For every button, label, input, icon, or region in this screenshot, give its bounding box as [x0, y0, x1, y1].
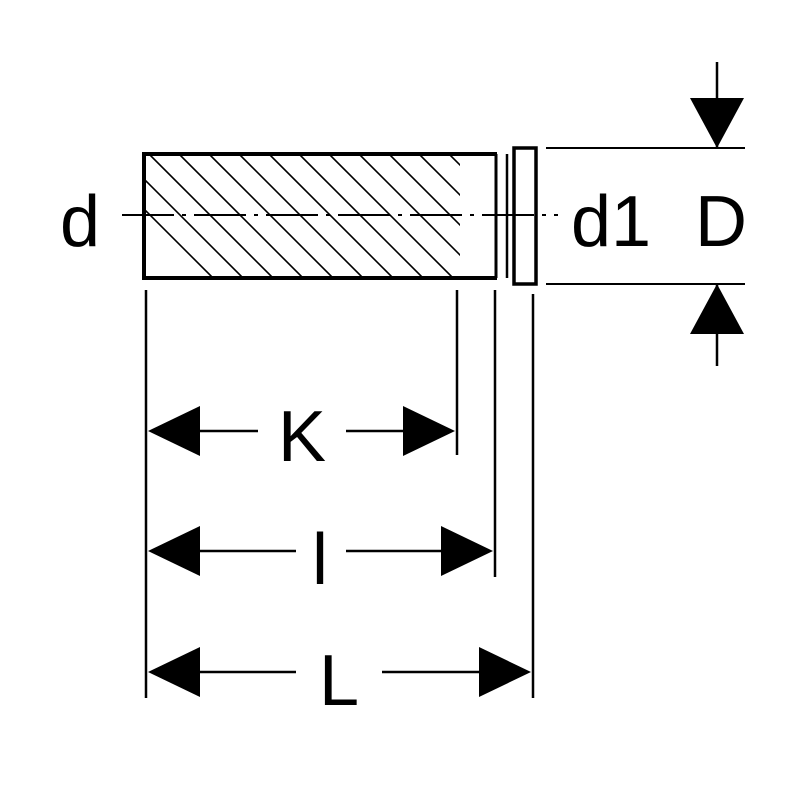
d-top-arrowhead: [690, 98, 744, 148]
label-d1: d1: [571, 182, 651, 262]
label-outer-diameter: D: [695, 182, 747, 262]
l-large-dimension: [148, 647, 531, 697]
l-large-left-arrowhead: [148, 647, 200, 697]
l-small-right-arrowhead: [441, 526, 493, 576]
outer-diameter-dimension: [546, 62, 745, 366]
length-extension-lines: [144, 290, 535, 698]
k-right-arrowhead: [403, 406, 455, 456]
label-l-large: L: [319, 641, 359, 721]
k-dimension: [148, 406, 455, 456]
d-bottom-arrowhead: [690, 284, 744, 334]
label-k: K: [278, 397, 326, 477]
l-small-dimension: [148, 526, 493, 576]
label-d: d: [60, 182, 100, 262]
l-small-left-arrowhead: [148, 526, 200, 576]
l-large-right-arrowhead: [479, 647, 531, 697]
k-left-arrowhead: [148, 406, 200, 456]
label-l-small: l: [312, 520, 328, 600]
